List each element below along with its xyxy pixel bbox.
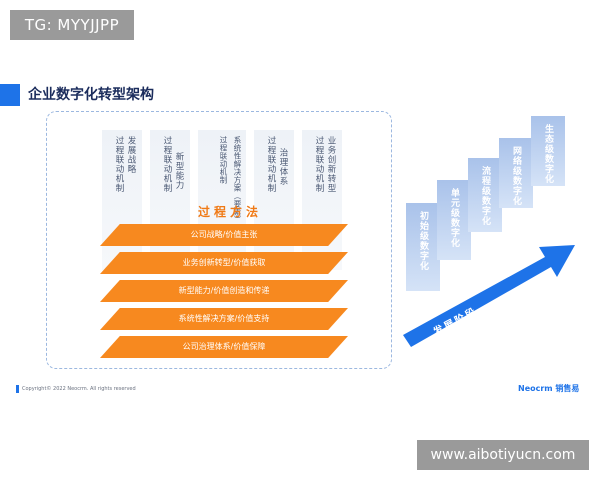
column-strategy-line1: 发展战略 — [126, 136, 136, 174]
stage-process-label: 流程级数字化 — [480, 166, 490, 226]
title-accent-bar — [0, 84, 20, 106]
footer-accent-bar — [16, 385, 19, 393]
layer-strategy: 公司战略/价值主张 — [100, 224, 348, 246]
brand-logo: Neocrm 销售易 — [518, 384, 580, 393]
stage-unit-label: 单元级数字化 — [449, 188, 459, 248]
stage-network-label: 网络级数字化 — [511, 146, 521, 206]
column-capability-line2: 过程联动机制 — [162, 136, 172, 193]
column-capability-line1: 新型能力 — [174, 152, 184, 190]
stage-ecosystem-label: 生态级数字化 — [543, 124, 553, 184]
column-innovation-line2: 过程联动机制 — [314, 136, 324, 193]
slide-title: 企业数字化转型架构 — [28, 87, 154, 103]
method-label: 过程方法 — [198, 205, 263, 219]
layer-innovation: 业务创新转型/价值获取 — [100, 252, 348, 274]
development-arrow — [403, 245, 575, 347]
watermark-top: TG: MYYJJPP — [10, 10, 134, 40]
column-solution-line2: 过程联动机制 — [219, 136, 228, 184]
column-strategy: 发展战略 过程联动机制 — [102, 130, 142, 270]
stage-unit: 单元级数字化 — [437, 180, 471, 260]
column-governance-line2: 过程联动机制 — [266, 136, 276, 193]
layer-governance: 公司治理体系/价值保障 — [100, 336, 348, 358]
stage-ecosystem: 生态级数字化 — [531, 116, 565, 186]
column-solution: 系统性解决方案（要素） 过程联动机制 — [198, 130, 246, 270]
development-arrow-shape — [403, 245, 575, 347]
stage-network: 网络级数字化 — [499, 138, 533, 208]
stage-initial: 初始级数字化 — [406, 203, 440, 291]
column-strategy-line2: 过程联动机制 — [114, 136, 124, 193]
stage-process: 流程级数字化 — [468, 158, 502, 232]
column-capability: 新型能力 过程联动机制 — [150, 130, 190, 270]
slide: 企业数字化转型架构 发展战略 过程联动机制 新型能力 过程联动机制 系统性解决方… — [0, 70, 600, 410]
architecture-frame — [46, 111, 392, 369]
footer-copyright: Copyright© 2022 Neocrm. All rights reser… — [22, 386, 136, 392]
layer-solution: 系统性解决方案/价值支持 — [100, 308, 348, 330]
column-governance: 治理体系 过程联动机制 — [254, 130, 294, 270]
layer-capability: 新型能力/价值创造和传递 — [100, 280, 348, 302]
stage-initial-label: 初始级数字化 — [418, 211, 428, 271]
watermark-bottom: www.aibotiyucn.com — [417, 440, 589, 470]
column-governance-line1: 治理体系 — [278, 148, 288, 186]
column-solution-line1: 系统性解决方案（要素） — [233, 136, 242, 224]
column-innovation-line1: 业务创新转型 — [326, 136, 336, 193]
column-innovation: 业务创新转型 过程联动机制 — [302, 130, 342, 270]
